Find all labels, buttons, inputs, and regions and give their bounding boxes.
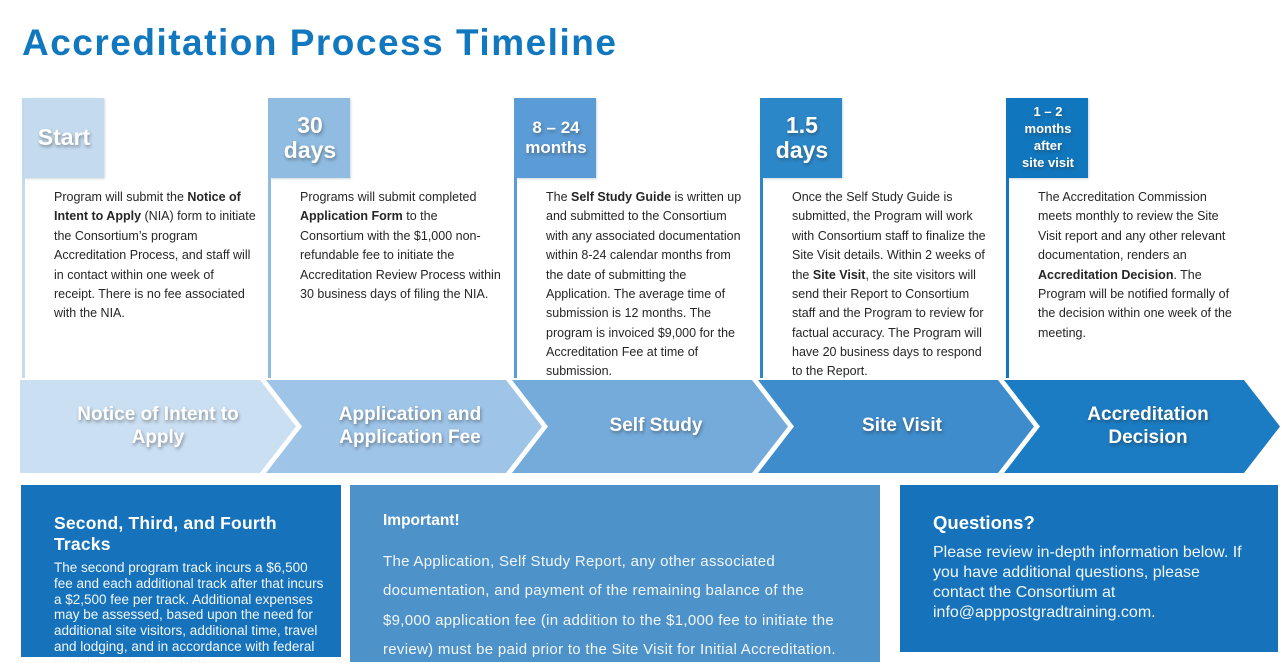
chevron-label: Application and Application Fee [338, 404, 482, 448]
step-description: Program will submit the Notice of Intent… [54, 190, 256, 321]
note-body: Please review in-depth information below… [933, 544, 1242, 621]
duration-badge-8-24-months: 8 – 24 months [516, 98, 596, 178]
note-body: The Application, Self Study Report, any … [383, 553, 836, 658]
chevron-notice-of-intent: Notice of Intent to Apply [20, 380, 296, 473]
duration-badge-1-2-months: 1 – 2 months after site visit [1008, 98, 1088, 178]
column-line [22, 98, 25, 378]
chevron-site-visit: Site Visit [758, 380, 1034, 473]
step-description: The Self Study Guide is written up and s… [546, 190, 742, 379]
duration-badge-1-5-days: 1.5 days [762, 98, 842, 178]
chevron-label: Site Visit [862, 415, 942, 437]
column-line [1006, 98, 1009, 378]
step-description: The Accreditation Commission meets month… [1038, 190, 1232, 340]
note-heading: Questions? [933, 512, 1035, 533]
step-column-accreditation-decision: 1 – 2 months after site visit The Accred… [1006, 98, 1252, 378]
duration-badge-30-days: 30 days [270, 98, 350, 178]
step-description: Once the Self Study Guide is submitted, … [792, 190, 986, 379]
step-column-notice-of-intent: Start Program will submit the Notice of … [22, 98, 268, 378]
chevron-self-study: Self Study [512, 380, 788, 473]
note-important: Important! The Application, Self Study R… [350, 485, 880, 662]
page-title: Accreditation Process Timeline [22, 22, 618, 63]
step-column-application: 30 days Programs will submit completed A… [268, 98, 514, 378]
duration-badge-start: Start [24, 98, 104, 178]
column-line [268, 98, 271, 378]
duration-label: 8 – 24 months [525, 117, 587, 157]
step-column-self-study: 8 – 24 months The Self Study Guide is wr… [514, 98, 760, 378]
note-questions: Questions? Please review in-depth inform… [900, 485, 1278, 652]
chevron-accreditation-decision: Accreditation Decision [1004, 380, 1280, 473]
note-body: The second program track incurs a $6,500… [54, 560, 324, 663]
note-additional-tracks: Second, Third, and Fourth Tracks The sec… [21, 485, 341, 663]
duration-label: Start [37, 124, 91, 151]
chevron-application-fee: Application and Application Fee [266, 380, 542, 473]
note-heading: Important! [383, 512, 460, 529]
column-line [760, 98, 763, 378]
step-description: Programs will submit completed Applicati… [300, 190, 501, 301]
column-line [514, 98, 517, 378]
duration-label: 1.5 days [775, 111, 829, 163]
chevron-label: Notice of Intent to Apply [77, 404, 239, 448]
duration-label: 30 days [283, 111, 337, 163]
duration-label: 1 – 2 months after site visit [1021, 104, 1075, 170]
chevron-label: Accreditation Decision [1087, 404, 1209, 448]
chevron-label: Self Study [609, 415, 703, 437]
note-heading: Second, Third, and Fourth Tracks [54, 513, 277, 554]
step-column-site-visit: 1.5 days Once the Self Study Guide is su… [760, 98, 1006, 378]
